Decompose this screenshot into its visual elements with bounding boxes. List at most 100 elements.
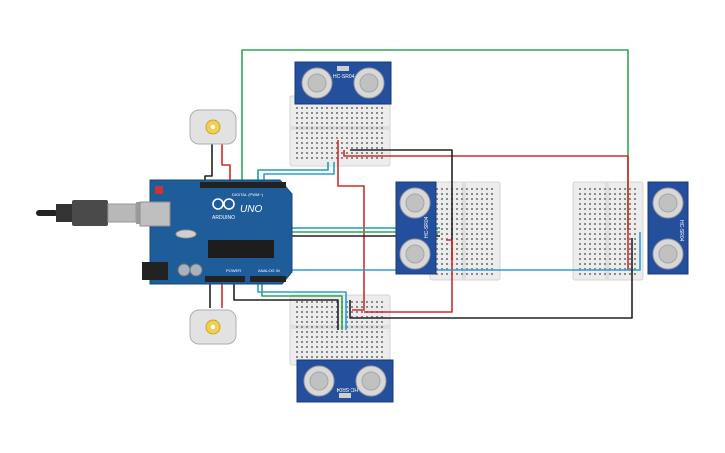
breadboard-hole[interactable] — [609, 268, 611, 270]
breadboard-hole[interactable] — [589, 203, 591, 205]
breadboard-bottom[interactable] — [289, 294, 391, 366]
breadboard-hole[interactable] — [331, 306, 333, 308]
breadboard-hole[interactable] — [331, 157, 333, 159]
reset-button[interactable] — [155, 186, 163, 194]
breadboard-hole[interactable] — [471, 188, 473, 190]
breadboard-hole[interactable] — [381, 112, 383, 114]
breadboard-hole[interactable] — [306, 117, 308, 119]
usb-cable[interactable] — [36, 200, 156, 226]
breadboard-hole[interactable] — [481, 263, 483, 265]
breadboard-hole[interactable] — [376, 117, 378, 119]
breadboard-hole[interactable] — [366, 157, 368, 159]
breadboard-hole[interactable] — [341, 107, 343, 109]
breadboard-hole[interactable] — [594, 188, 596, 190]
breadboard-hole[interactable] — [331, 331, 333, 333]
breadboard-hole[interactable] — [614, 213, 616, 215]
breadboard-hole[interactable] — [361, 351, 363, 353]
breadboard-hole[interactable] — [376, 346, 378, 348]
breadboard-hole[interactable] — [634, 233, 636, 235]
breadboard-hole[interactable] — [306, 142, 308, 144]
breadboard-hole[interactable] — [614, 228, 616, 230]
breadboard-hole[interactable] — [341, 331, 343, 333]
breadboard-hole[interactable] — [346, 306, 348, 308]
breadboard-hole[interactable] — [336, 331, 338, 333]
breadboard-hole[interactable] — [306, 321, 308, 323]
breadboard-hole[interactable] — [296, 112, 298, 114]
breadboard-hole[interactable] — [381, 127, 383, 129]
breadboard-hole[interactable] — [321, 137, 323, 139]
breadboard-hole[interactable] — [301, 326, 303, 328]
breadboard-hole[interactable] — [481, 248, 483, 250]
breadboard-hole[interactable] — [476, 253, 478, 255]
breadboard-hole[interactable] — [296, 306, 298, 308]
breadboard-hole[interactable] — [619, 233, 621, 235]
breadboard-hole[interactable] — [376, 107, 378, 109]
breadboard-hole[interactable] — [619, 208, 621, 210]
breadboard-hole[interactable] — [331, 351, 333, 353]
breadboard-hole[interactable] — [376, 112, 378, 114]
breadboard-hole[interactable] — [486, 208, 488, 210]
breadboard-hole[interactable] — [341, 152, 343, 154]
breadboard-hole[interactable] — [584, 263, 586, 265]
breadboard-hole[interactable] — [326, 157, 328, 159]
breadboard-hole[interactable] — [301, 142, 303, 144]
breadboard-hole[interactable] — [366, 341, 368, 343]
breadboard-hole[interactable] — [619, 198, 621, 200]
breadboard-hole[interactable] — [366, 346, 368, 348]
breadboard-hole[interactable] — [594, 238, 596, 240]
breadboard-hole[interactable] — [351, 137, 353, 139]
breadboard-hole[interactable] — [316, 326, 318, 328]
breadboard-hole[interactable] — [366, 326, 368, 328]
wire-black-top[interactable] — [350, 149, 453, 260]
breadboard-hole[interactable] — [609, 208, 611, 210]
breadboard-hole[interactable] — [624, 258, 626, 260]
breadboard-hole[interactable] — [371, 306, 373, 308]
breadboard-hole[interactable] — [629, 253, 631, 255]
breadboard-hole[interactable] — [481, 273, 483, 275]
breadboard-hole[interactable] — [326, 112, 328, 114]
breadboard-hole[interactable] — [336, 147, 338, 149]
breadboard-hole[interactable] — [471, 213, 473, 215]
breadboard-hole[interactable] — [336, 316, 338, 318]
breadboard-hole[interactable] — [614, 193, 616, 195]
breadboard-hole[interactable] — [619, 223, 621, 225]
breadboard-hole[interactable] — [316, 331, 318, 333]
breadboard-hole[interactable] — [441, 258, 443, 260]
breadboard-hole[interactable] — [356, 147, 358, 149]
breadboard-hole[interactable] — [634, 258, 636, 260]
breadboard-hole[interactable] — [446, 253, 448, 255]
breadboard-hole[interactable] — [471, 263, 473, 265]
breadboard-hole[interactable] — [466, 198, 468, 200]
breadboard-hole[interactable] — [634, 253, 636, 255]
breadboard-hole[interactable] — [471, 233, 473, 235]
ultrasonic-sensor-bottom[interactable]: HC-SR04 — [296, 359, 394, 403]
breadboard-hole[interactable] — [599, 198, 601, 200]
breadboard-hole[interactable] — [311, 137, 313, 139]
breadboard-hole[interactable] — [436, 193, 438, 195]
breadboard-hole[interactable] — [604, 263, 606, 265]
breadboard-hole[interactable] — [326, 152, 328, 154]
breadboard-hole[interactable] — [599, 218, 601, 220]
breadboard-hole[interactable] — [619, 228, 621, 230]
breadboard-hole[interactable] — [366, 301, 368, 303]
breadboard-hole[interactable] — [306, 112, 308, 114]
breadboard-hole[interactable] — [629, 238, 631, 240]
breadboard-hole[interactable] — [486, 218, 488, 220]
breadboard-hole[interactable] — [619, 238, 621, 240]
breadboard-hole[interactable] — [594, 228, 596, 230]
breadboard-hole[interactable] — [306, 301, 308, 303]
breadboard-hole[interactable] — [376, 127, 378, 129]
breadboard-hole[interactable] — [604, 208, 606, 210]
breadboard-hole[interactable] — [321, 316, 323, 318]
breadboard-hole[interactable] — [594, 233, 596, 235]
breadboard-hole[interactable] — [476, 228, 478, 230]
breadboard-hole[interactable] — [491, 203, 493, 205]
breadboard-hole[interactable] — [624, 228, 626, 230]
breadboard-hole[interactable] — [361, 107, 363, 109]
breadboard-hole[interactable] — [441, 243, 443, 245]
breadboard-hole[interactable] — [296, 127, 298, 129]
breadboard-hole[interactable] — [321, 321, 323, 323]
breadboard-hole[interactable] — [336, 356, 338, 358]
breadboard-hole[interactable] — [589, 263, 591, 265]
breadboard-hole[interactable] — [471, 203, 473, 205]
